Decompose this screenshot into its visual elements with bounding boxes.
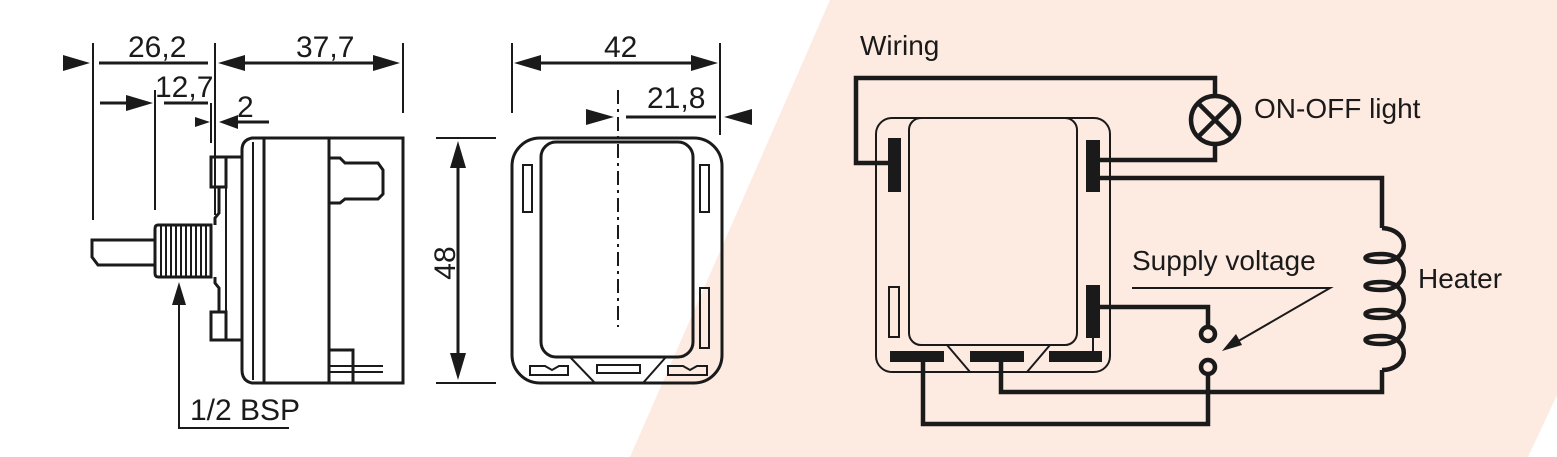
heater-label: Heater: [1418, 263, 1502, 294]
terminal-bottom-1: [890, 351, 944, 362]
dim-label-42: 42: [604, 31, 637, 64]
dimension-12-7: 12,7: [100, 71, 213, 210]
adjustment-spindle: [90, 238, 155, 267]
front-view: 48 42 21,8: [429, 31, 752, 385]
dim-label-21-8: 21,8: [647, 82, 705, 115]
wiring-diagram: Wiring ON-OFF light Heater Sup: [853, 30, 1502, 427]
dimension-26-2: 26,2: [63, 31, 216, 220]
wiring-background-panel: [630, 0, 1557, 457]
wiring-title: Wiring: [860, 30, 939, 61]
thermostat-terminal-block: [875, 117, 1111, 373]
terminal-bottom-2: [970, 351, 1024, 362]
wire-supply-1: [1100, 304, 1211, 326]
dimension-2: 2: [195, 91, 269, 143]
terminal-right-bottom: [1086, 285, 1100, 338]
dimension-42: 42: [511, 31, 721, 135]
bsp-leader: 1/2 BSP: [172, 282, 300, 429]
heater-coil-icon: [1363, 225, 1406, 373]
lamp-label: ON-OFF light: [1254, 93, 1421, 124]
thread-shaft: [90, 223, 213, 279]
side-view: 26,2 37,7 12,7 2: [63, 31, 405, 429]
thread-size-label: 1/2 BSP: [190, 394, 300, 427]
dim-label-12-7: 12,7: [155, 71, 213, 104]
dimension-21-8: 21,8: [586, 82, 752, 125]
terminal-bottom-3: [1049, 351, 1102, 362]
wire-supply-2: [920, 362, 1211, 427]
lamp-icon: [1188, 93, 1242, 147]
wire-heater: [998, 175, 1385, 395]
terminal-right-top: [1086, 140, 1100, 192]
supply-voltage-label: Supply voltage: [1132, 245, 1316, 276]
dimension-48: 48: [429, 137, 496, 384]
dim-label-37-7: 37,7: [296, 31, 354, 64]
terminal-left-top: [888, 138, 901, 192]
thermostat-body-side: [209, 136, 405, 385]
thermostat-body-front: [510, 90, 724, 385]
supply-leader-arrow: [1132, 287, 1334, 351]
supply-terminal-1: [1198, 324, 1218, 344]
dimension-37-7: 37,7: [218, 31, 404, 113]
wire-lamp: [853, 75, 1218, 166]
dim-label-2: 2: [237, 91, 254, 124]
dim-label-26-2: 26,2: [128, 31, 186, 64]
dim-label-48: 48: [429, 246, 462, 279]
